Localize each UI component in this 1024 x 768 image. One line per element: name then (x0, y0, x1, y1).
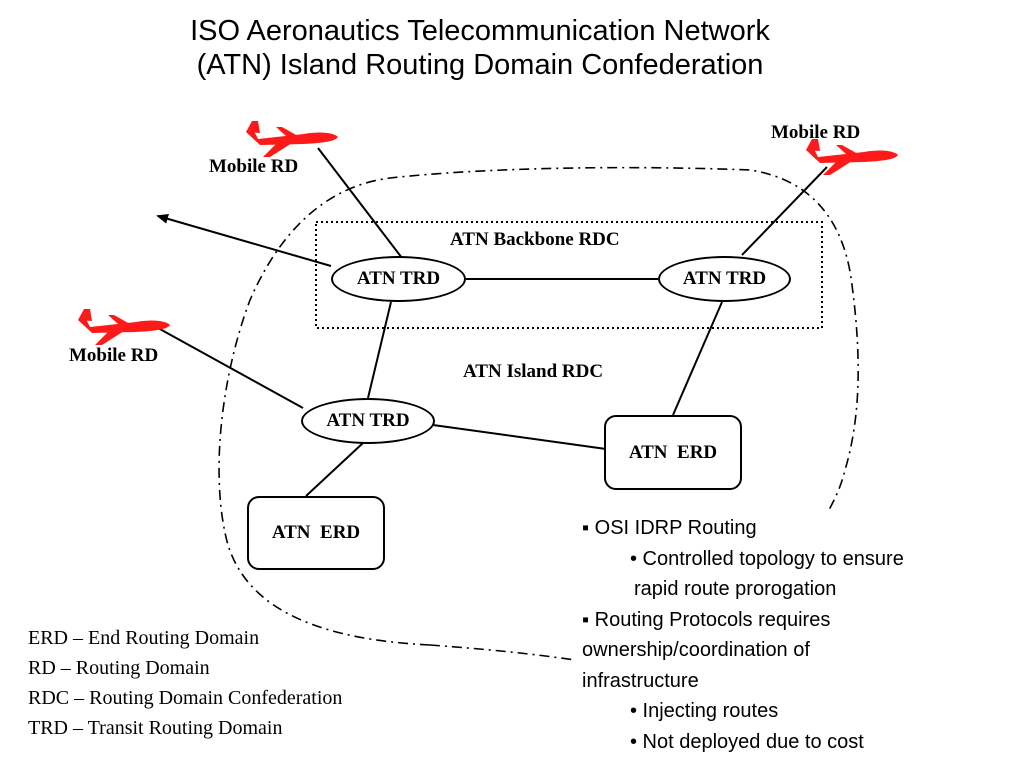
island-rdc-label: ATN Island RDC (463, 361, 604, 382)
legend-item: RDC – Routing Domain Confederation (28, 687, 343, 709)
erd-left-node[interactable]: ATN ERD (247, 496, 385, 570)
trd-backbone-left-node[interactable]: ATN TRD (331, 256, 466, 302)
note-item: ▪ OSI IDRP Routing (582, 517, 757, 539)
note-item: ownership/coordination of (582, 639, 810, 661)
abbreviation-legend: ERD – End Routing Domain RD – Routing Do… (28, 623, 342, 743)
note-subitem: • Controlled topology to ensure (630, 547, 904, 570)
link-trd-island-to-erd-left (305, 442, 364, 497)
link-plane-left-to-trd-island (157, 327, 304, 409)
arrow-trd-left-outward (156, 213, 332, 267)
backbone-rdc-box (315, 221, 823, 329)
link-plane-tr-to-trd-right (741, 166, 828, 256)
link-trd-left-to-trd-island (367, 301, 392, 399)
link-trd-island-to-erd-right (432, 424, 607, 450)
backbone-rdc-label: ATN Backbone RDC (450, 229, 620, 250)
legend-item: ERD – End Routing Domain (28, 627, 260, 649)
airplane-icon (78, 309, 170, 345)
mobile-rd-label: Mobile RD (69, 345, 159, 366)
note-subitem: • Not deployed due to cost (630, 730, 864, 753)
island-rdc-boundary-bottom (429, 644, 576, 661)
link-trd-right-to-erd-right (672, 301, 723, 416)
erd-right-node[interactable]: ATN ERD (604, 415, 742, 490)
note-item: ▪ Routing Protocols requires (582, 608, 831, 631)
legend-item: RD – Routing Domain (28, 657, 210, 679)
note-subitem: rapid route prorogation (634, 578, 837, 600)
airplane-icon (246, 121, 338, 157)
note-subitem: • Injecting routes (630, 700, 779, 722)
mobile-rd-label: Mobile RD (771, 122, 861, 143)
note-item: infrastructure (582, 669, 699, 692)
title-line-2: (ATN) Island Routing Domain Confederatio… (196, 49, 764, 81)
legend-item: TRD – Transit Routing Domain (28, 717, 283, 739)
title-line-1: ISO Aeronautics Telecommunication Networ… (190, 15, 770, 47)
notes-list: ▪ OSI IDRP Routing • Controlled topology… (582, 513, 904, 757)
airplane-icon (806, 139, 898, 175)
trd-backbone-right-node[interactable]: ATN TRD (658, 256, 791, 302)
slide-title: ISO Aeronautics Telecommunication Networ… (0, 14, 960, 82)
mobile-rd-label: Mobile RD (209, 156, 299, 177)
trd-island-node[interactable]: ATN TRD (301, 398, 435, 444)
link-plane-tl-to-trd-left (317, 147, 403, 259)
